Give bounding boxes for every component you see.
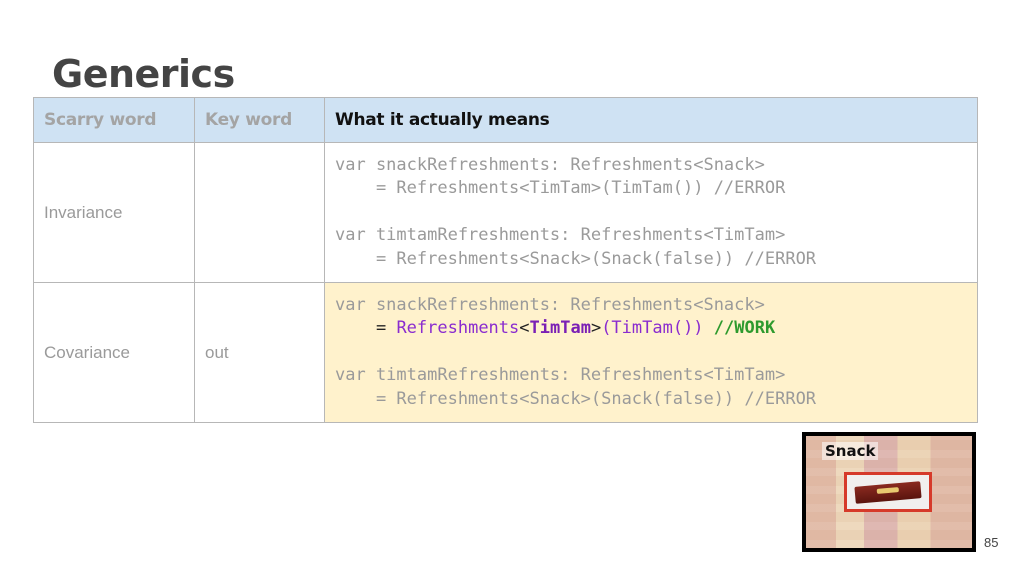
code-line-highlight: = Refreshments<TimTam>(TimTam()) //WORK [335, 318, 775, 338]
code-args: (TimTam()) [601, 318, 714, 339]
code-comment-work: //WORK [713, 318, 776, 339]
header-meaning: What it actually means [324, 97, 978, 143]
header-key-word: Key word [194, 97, 325, 143]
cell-scary-word: Covariance [33, 282, 195, 423]
cell-code: var snackRefreshments: Refreshments<Snac… [324, 282, 978, 423]
timtam-package [854, 481, 922, 504]
cell-scary-word: Invariance [33, 142, 195, 283]
code-line: = Refreshments<Snack>(Snack(false)) //ER… [335, 388, 817, 409]
highlight-box [844, 472, 932, 512]
code-angle-open: < [519, 318, 530, 339]
cell-key-word [194, 142, 325, 283]
code-line: = Refreshments<Snack>(Snack(false)) //ER… [335, 248, 817, 269]
header-scary-word: Scarry word [33, 97, 195, 143]
code-line: var timtamRefreshments: Refreshments<Tim… [335, 225, 786, 246]
table-row-covariance: Covariance out var snackRefreshments: Re… [33, 282, 978, 423]
page-number: 85 [984, 535, 999, 550]
code-block-invariance: var snackRefreshments: Refreshments<Snac… [335, 154, 977, 272]
code-line: var timtamRefreshments: Refreshments<Tim… [335, 365, 786, 386]
code-line: var snackRefreshments: Refreshments<Snac… [335, 154, 765, 175]
code-line: = Refreshments<TimTam>(TimTam()) //ERROR [335, 178, 786, 199]
code-equals: = [375, 318, 397, 339]
code-type-param: TimTam [529, 318, 591, 339]
code-angle-close: > [590, 318, 602, 339]
table-row-invariance: Invariance var snackRefreshments: Refres… [33, 142, 978, 283]
slide-title: Generics [52, 52, 235, 96]
code-indent [335, 318, 376, 338]
cell-code: var snackRefreshments: Refreshments<Snac… [324, 142, 978, 283]
code-block-covariance: var snackRefreshments: Refreshments<Snac… [335, 294, 977, 412]
snack-image: Snack [802, 432, 976, 552]
cell-key-word: out [194, 282, 325, 423]
code-class-name: Refreshments [396, 318, 520, 339]
generics-table: Scarry word Key word What it actually me… [33, 97, 978, 423]
snack-label: Snack [822, 442, 879, 460]
code-line: var snackRefreshments: Refreshments<Snac… [335, 294, 765, 315]
table-header-row: Scarry word Key word What it actually me… [33, 97, 978, 143]
